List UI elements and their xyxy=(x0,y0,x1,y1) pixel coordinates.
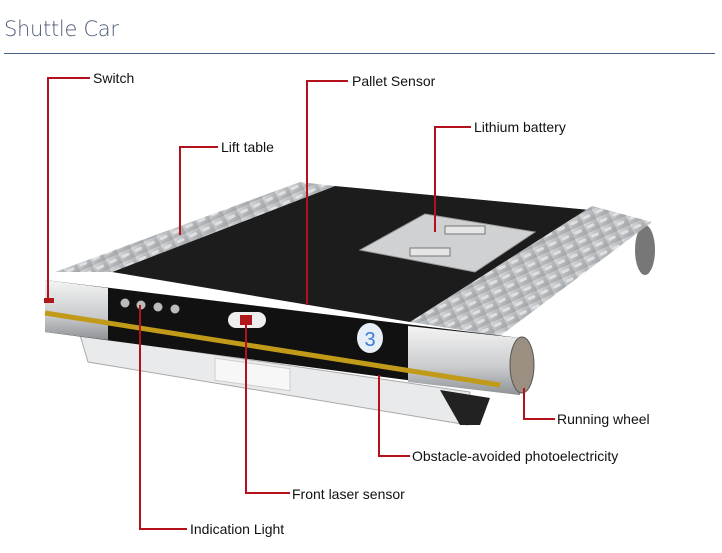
car-number: 3 xyxy=(364,329,375,351)
label-indication-light: Indication Light xyxy=(190,521,285,537)
label-running-wheel: Running wheel xyxy=(557,411,650,427)
page-title: Shuttle Car xyxy=(4,17,119,41)
right-tread-plate xyxy=(410,206,652,336)
label-pallet-sensor: Pallet Sensor xyxy=(352,73,436,89)
lift-table-deck xyxy=(112,186,590,322)
label-lift-table: Lift table xyxy=(221,139,274,155)
label-obstacle-photoelectricity: Obstacle-avoided photoelectricity xyxy=(412,448,619,464)
leader-lines xyxy=(47,77,555,530)
rear-wheel xyxy=(635,225,655,275)
label-front-laser-sensor: Front laser sensor xyxy=(292,486,405,502)
label-switch: Switch xyxy=(93,70,135,86)
battery-cover xyxy=(358,213,537,273)
left-tread-plate xyxy=(55,182,335,272)
light-strip xyxy=(44,310,501,388)
label-lithium-battery: Lithium battery xyxy=(474,119,566,135)
running-wheel xyxy=(509,336,535,394)
front-panel xyxy=(45,280,520,395)
title-divider xyxy=(4,53,715,54)
